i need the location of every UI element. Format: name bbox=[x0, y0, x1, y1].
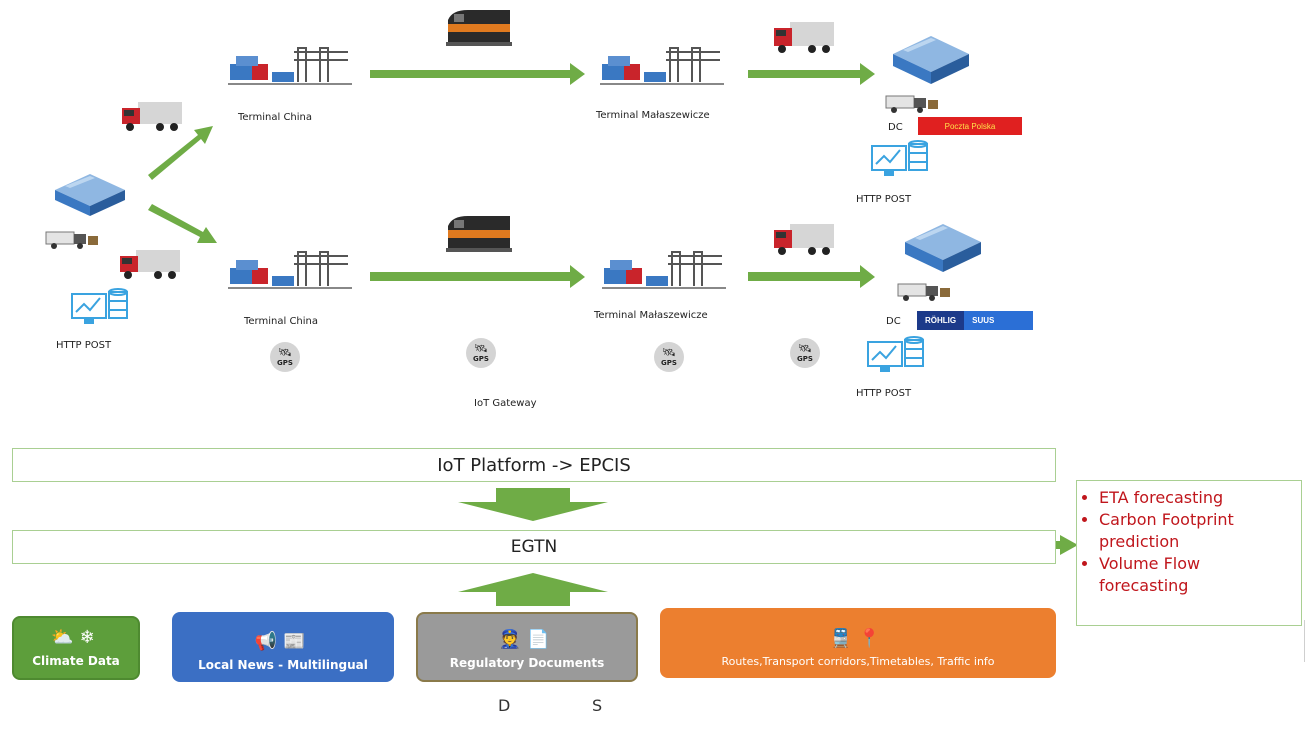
terminal-bottom-2-label: Terminal Małaszewicze bbox=[594, 310, 708, 321]
dc-top-http-label: HTTP POST bbox=[856, 194, 912, 205]
satellite-icon: 🛰 bbox=[278, 346, 292, 359]
warehouse-dc-top-icon bbox=[893, 36, 969, 84]
forecast-outputs-box: ETA forecasting Carbon Footprint predict… bbox=[1076, 480, 1302, 626]
output-eta: ETA forecasting bbox=[1099, 487, 1293, 509]
outputs-side-line bbox=[1304, 620, 1305, 662]
truck-origin-top-icon bbox=[122, 102, 182, 131]
gps-badge-rail: 🛰 GPS bbox=[466, 338, 496, 368]
arrow-top-rail bbox=[370, 63, 585, 85]
forklift-origin-icon bbox=[45, 231, 98, 249]
warehouse-origin-icon bbox=[55, 174, 125, 216]
poczta-polska-logo: Poczta Polska bbox=[918, 117, 1022, 135]
train-bottom-icon bbox=[446, 216, 512, 252]
footer-letter-d: D bbox=[498, 696, 511, 715]
egtn-bar: EGTN bbox=[12, 530, 1056, 564]
footer-letter-s: S bbox=[592, 696, 603, 715]
gps-badge-terminal-china: 🛰 GPS bbox=[270, 342, 300, 372]
regulatory-documents-source: 👮📄 Regulatory Documents bbox=[416, 612, 638, 682]
forklift-dc-top-icon bbox=[885, 95, 938, 113]
local-news-source: 📢📰 Local News - Multilingual bbox=[172, 612, 394, 682]
arrow-origin-to-bottom bbox=[148, 204, 217, 243]
gps-badge-terminal-malaszewicze: 🛰 GPS bbox=[654, 342, 684, 372]
train-route-icon: 🚆📍 bbox=[829, 628, 887, 649]
terminal-top-1-label: Terminal China bbox=[238, 112, 313, 123]
terminal-bottom-2-icon bbox=[602, 251, 726, 289]
megaphone-newspaper-icon: 📢📰 bbox=[254, 631, 312, 652]
warehouse-dc-bottom-icon bbox=[905, 224, 981, 272]
server-monitor-origin-icon bbox=[71, 288, 128, 324]
arrow-top-truck bbox=[748, 63, 875, 85]
terminal-bottom-1-icon bbox=[228, 251, 352, 289]
terminal-top-2-label: Terminal Małaszewicze bbox=[596, 110, 710, 121]
train-top-icon bbox=[446, 10, 512, 46]
output-carbon: Carbon Footprint prediction bbox=[1099, 509, 1293, 553]
forklift-dc-bottom-icon bbox=[897, 283, 950, 301]
arrow-sources-to-egtn bbox=[458, 573, 608, 606]
climate-data-source: ⛅❄ Climate Data bbox=[12, 616, 140, 680]
terminal-top-1-icon bbox=[228, 47, 352, 85]
terminal-bottom-1-label: Terminal China bbox=[244, 316, 319, 327]
weather-icon: ⛅❄ bbox=[51, 627, 101, 648]
output-volume: Volume Flow forecasting bbox=[1099, 553, 1293, 597]
server-monitor-dc-top-icon bbox=[871, 140, 928, 176]
satellite-icon: 🛰 bbox=[798, 342, 812, 355]
arrow-bottom-rail bbox=[370, 265, 585, 288]
dc-bottom-http-label: HTTP POST bbox=[856, 388, 912, 399]
arrow-origin-to-top bbox=[148, 126, 213, 180]
arrow-platform-to-egtn bbox=[458, 488, 608, 521]
satellite-icon: 🛰 bbox=[662, 346, 676, 359]
server-monitor-dc-bottom-icon bbox=[867, 336, 924, 372]
satellite-icon: 🛰 bbox=[474, 342, 488, 355]
forecast-outputs-list: ETA forecasting Carbon Footprint predict… bbox=[1085, 487, 1293, 597]
truck-bottom-right-icon bbox=[774, 224, 834, 255]
iot-gateway-label: IoT Gateway bbox=[474, 398, 537, 409]
origin-http-label: HTTP POST bbox=[56, 340, 112, 351]
dc-top-label: DC bbox=[888, 122, 903, 133]
dc-bottom-label: DC bbox=[886, 316, 901, 327]
iot-platform-bar: IoT Platform -> EPCIS bbox=[12, 448, 1056, 482]
truck-top-right-icon bbox=[774, 22, 834, 53]
truck-origin-bottom-icon bbox=[120, 250, 180, 279]
routes-source: 🚆📍 Routes,Transport corridors,Timetables… bbox=[660, 608, 1056, 678]
gps-badge-truck: 🛰 GPS bbox=[790, 338, 820, 368]
officer-document-icon: 👮📄 bbox=[498, 629, 556, 650]
arrow-bottom-truck bbox=[748, 265, 875, 288]
rohlig-suus-logo: RÖHLIG SUUS bbox=[917, 311, 1033, 330]
terminal-top-2-icon bbox=[600, 47, 724, 85]
